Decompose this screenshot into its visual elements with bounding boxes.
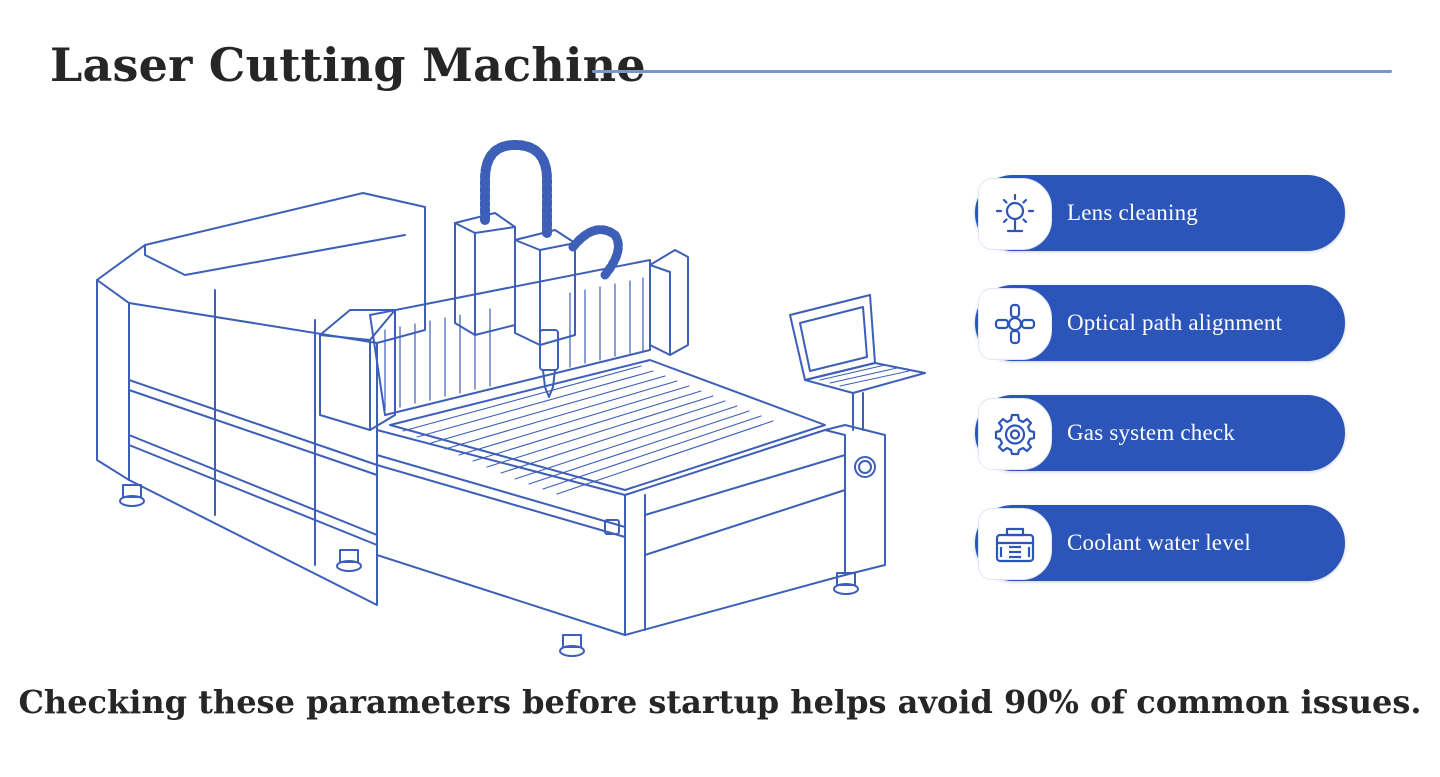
footer-note: Checking these parameters before startup… <box>18 683 1422 721</box>
cable-chain-vertical <box>480 140 552 240</box>
coolant-tank-icon <box>978 508 1052 580</box>
gear-icon <box>978 398 1052 470</box>
console-pillar <box>824 424 886 576</box>
bed-frame-front <box>376 429 626 636</box>
gantry-left-block <box>319 309 396 431</box>
control-keyboard <box>804 362 926 394</box>
checklist-item-label: Lens cleaning <box>1067 200 1198 225</box>
checklist-item-lens-cleaning: Lens cleaning <box>975 175 1345 251</box>
checklist-item-label: Coolant water level <box>1067 530 1251 555</box>
cable-chain-horizontal <box>568 225 623 280</box>
gantry-beam <box>369 259 651 416</box>
laser-cutting-machine-illustration <box>96 140 926 657</box>
checklist-item-coolant-water-level: Coolant water level <box>975 505 1345 581</box>
sun-icon <box>978 178 1052 250</box>
checklist-item-gas-system-check: Gas system check <box>975 395 1345 471</box>
checklist-item-optical-path-alignment: Optical path alignment <box>975 285 1345 361</box>
page-title: Laser Cutting Machine <box>50 38 646 92</box>
cutting-nozzle <box>542 369 556 398</box>
optical-alignment-icon <box>978 288 1052 360</box>
checklist-item-label: Gas system check <box>1067 420 1235 445</box>
title-divider <box>592 70 1392 73</box>
cutting-head-body <box>514 229 576 346</box>
left-cabinet-top-edge <box>96 279 378 344</box>
checklist-item-label: Optical path alignment <box>1067 310 1283 335</box>
left-cabinet-outline <box>96 192 426 606</box>
